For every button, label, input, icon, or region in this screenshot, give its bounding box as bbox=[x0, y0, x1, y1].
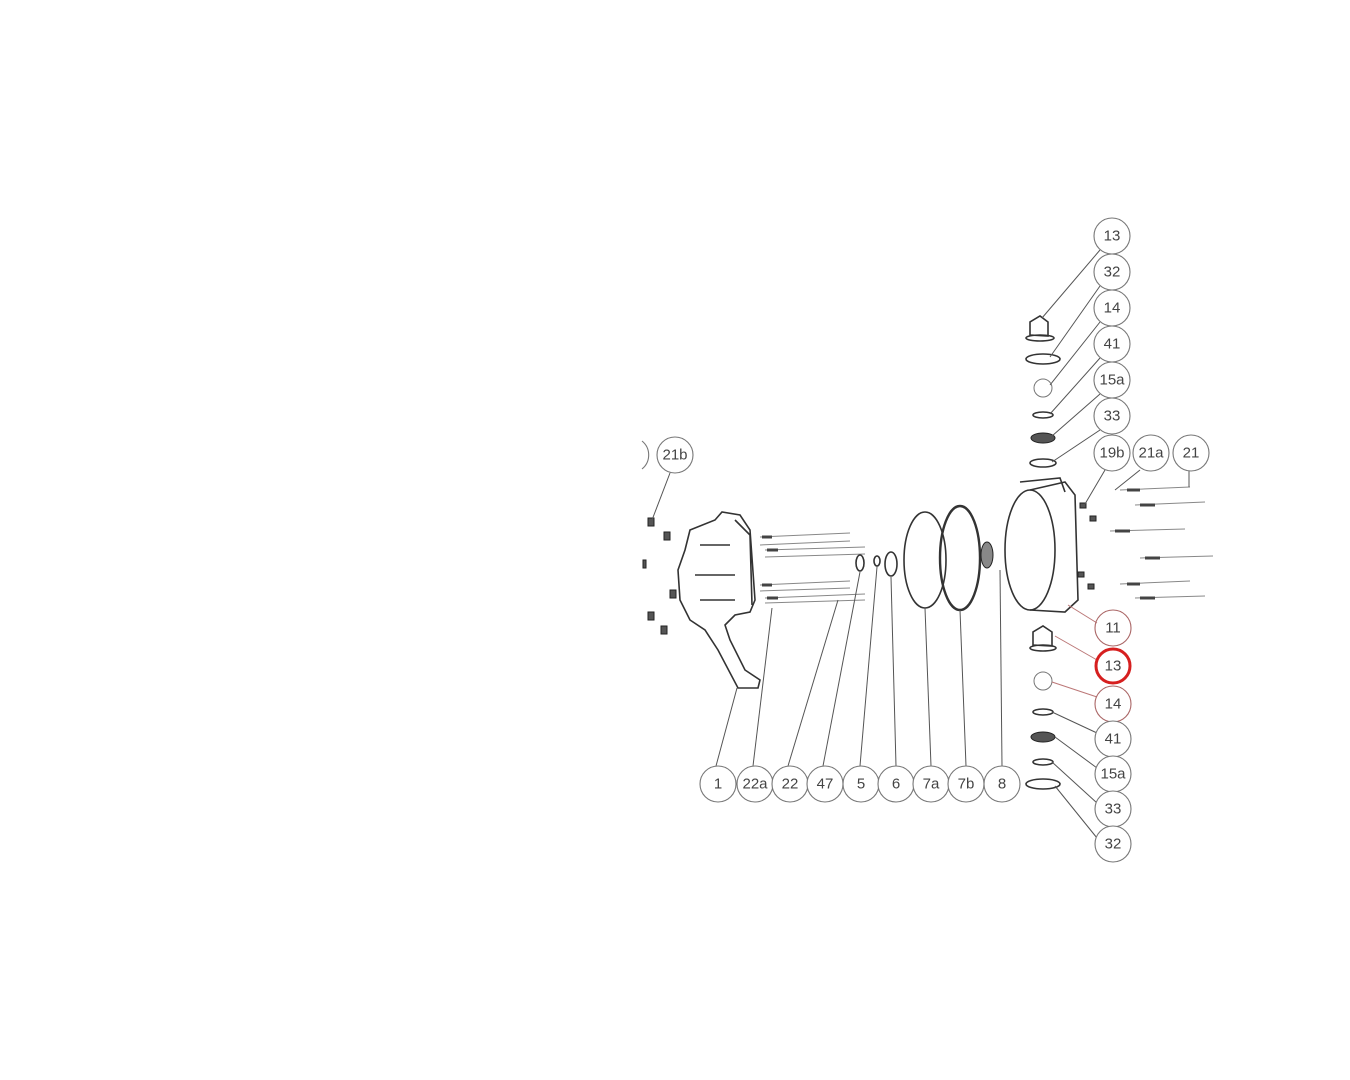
callouts-bottom-row: 1 22a 22 47 5 6 7a 7b 8 bbox=[699, 765, 1021, 803]
callouts-top-column: 13 32 14 41 15a 33 bbox=[1093, 217, 1131, 435]
callout-label: 21 bbox=[1183, 445, 1200, 462]
callout-label: 19b bbox=[1099, 445, 1124, 462]
callout-label: 7a bbox=[923, 776, 940, 793]
callout[interactable]: 6 bbox=[877, 765, 915, 803]
callout[interactable]: 21b bbox=[656, 436, 694, 474]
callout-highlighted[interactable]: 13 bbox=[1094, 647, 1132, 685]
parts-bottom-column bbox=[1025, 625, 1061, 790]
callout-label: 33 bbox=[1105, 801, 1122, 818]
callout-label: 21b bbox=[662, 447, 687, 464]
callout-label: 11 bbox=[1105, 620, 1121, 637]
callout-label: 13 bbox=[1104, 228, 1121, 245]
callout[interactable]: 41 bbox=[1094, 720, 1132, 758]
callout[interactable]: 8 bbox=[983, 765, 1021, 803]
callout[interactable]: 19b bbox=[1093, 434, 1131, 472]
callout-label: 32 bbox=[1104, 264, 1121, 281]
callout-label: 8 bbox=[998, 776, 1006, 793]
parts-drawing bbox=[642, 315, 1214, 790]
callout-label: 13 bbox=[1105, 658, 1122, 675]
callout-label: 22a bbox=[742, 776, 768, 793]
callout[interactable]: 7a bbox=[912, 765, 950, 803]
callout[interactable]: 15a bbox=[1093, 361, 1131, 399]
callout[interactable]: 22 bbox=[771, 765, 809, 803]
callout[interactable]: 1 bbox=[699, 765, 737, 803]
callout-label: 14 bbox=[1104, 300, 1121, 317]
nuts-left bbox=[642, 517, 677, 635]
callout[interactable]: 15a bbox=[1094, 755, 1132, 793]
callout-label: 41 bbox=[1105, 731, 1122, 748]
callout[interactable]: 21 bbox=[1172, 434, 1210, 472]
callout[interactable]: 14 bbox=[1094, 685, 1132, 723]
callout-label: 7b bbox=[958, 776, 975, 793]
callout-left: 21b bbox=[641, 436, 694, 474]
callout-label: 22 bbox=[782, 776, 799, 793]
bolts-right bbox=[1077, 486, 1214, 600]
callout-label: 32 bbox=[1105, 836, 1122, 853]
callout[interactable]: 11 bbox=[1094, 609, 1132, 647]
callout-label: 33 bbox=[1104, 408, 1121, 425]
part-8 bbox=[980, 541, 994, 569]
partial-callout bbox=[641, 440, 650, 470]
part-housing-right bbox=[1004, 477, 1079, 613]
callouts-right-column: 11 13 14 41 15a 33 32 bbox=[1094, 609, 1132, 863]
leader-lines bbox=[651, 249, 1190, 839]
callout-label: 1 bbox=[714, 776, 722, 793]
callout[interactable]: 21a bbox=[1132, 434, 1170, 472]
callout-label: 6 bbox=[892, 776, 900, 793]
callout[interactable]: 13 bbox=[1093, 217, 1131, 255]
part-47 bbox=[855, 554, 865, 572]
parts-top-column bbox=[1025, 315, 1061, 468]
callout[interactable]: 32 bbox=[1093, 253, 1131, 291]
part-5 bbox=[873, 555, 881, 567]
callout-label: 15a bbox=[1100, 766, 1126, 783]
callout-label: 15a bbox=[1099, 372, 1125, 389]
callout-label: 47 bbox=[817, 776, 834, 793]
part-housing-left bbox=[677, 511, 761, 689]
callout[interactable]: 7b bbox=[947, 765, 985, 803]
callout[interactable]: 41 bbox=[1093, 325, 1131, 363]
callout-label: 5 bbox=[857, 776, 865, 793]
callout[interactable]: 5 bbox=[842, 765, 880, 803]
callout[interactable]: 33 bbox=[1093, 397, 1131, 435]
callout-label: 14 bbox=[1105, 696, 1122, 713]
callout-label: 21a bbox=[1138, 445, 1164, 462]
callout[interactable]: 14 bbox=[1093, 289, 1131, 327]
callouts-top-row: 19b 21a 21 bbox=[1093, 434, 1210, 472]
bolts-left bbox=[759, 532, 866, 604]
callout-label: 41 bbox=[1104, 336, 1121, 353]
part-6 bbox=[884, 551, 898, 577]
callout[interactable]: 22a bbox=[736, 765, 774, 803]
callout[interactable]: 32 bbox=[1094, 825, 1132, 863]
callout[interactable]: 47 bbox=[806, 765, 844, 803]
callout[interactable]: 33 bbox=[1094, 790, 1132, 828]
